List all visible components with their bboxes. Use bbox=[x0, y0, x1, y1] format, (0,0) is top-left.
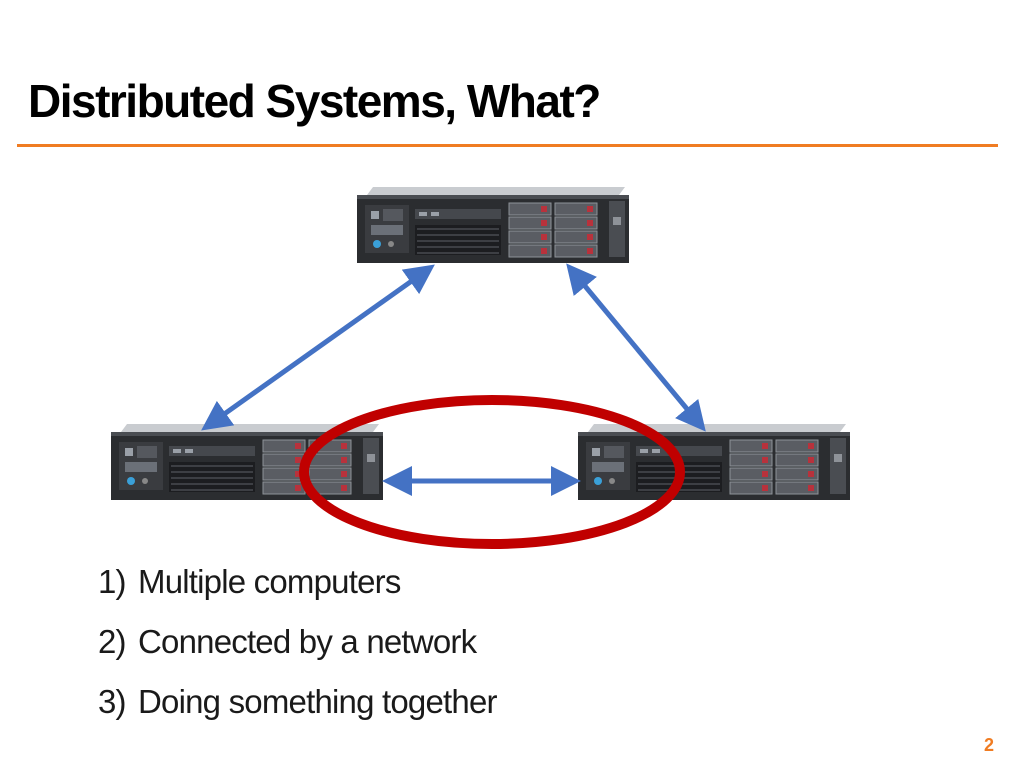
list-item-text: Doing something together bbox=[138, 683, 498, 720]
title-divider bbox=[17, 144, 998, 147]
list-item-number: 2) bbox=[98, 623, 127, 660]
network-highlight-ellipse bbox=[299, 395, 685, 549]
list-item: 3) Doing something together bbox=[98, 672, 498, 732]
list-item: 2) Connected by a network bbox=[98, 612, 497, 672]
slide-title: Distributed Systems, What? bbox=[28, 75, 601, 127]
list-item-number: 3) bbox=[98, 683, 127, 720]
left-server bbox=[110, 423, 384, 501]
list-item-number: 1) bbox=[98, 563, 127, 600]
key-points-list: 1) Multiple computers 2) Connected by a … bbox=[98, 552, 498, 732]
list-item-text: Multiple computers bbox=[138, 563, 401, 600]
top-server bbox=[356, 186, 630, 264]
link-top-left bbox=[201, 264, 435, 431]
link-top-right bbox=[566, 263, 706, 432]
list-item-text: Connected by a network bbox=[138, 623, 477, 660]
slide-number: 2 bbox=[983, 735, 994, 755]
list-item: 1) Multiple computers bbox=[98, 552, 497, 612]
right-server bbox=[577, 423, 851, 501]
